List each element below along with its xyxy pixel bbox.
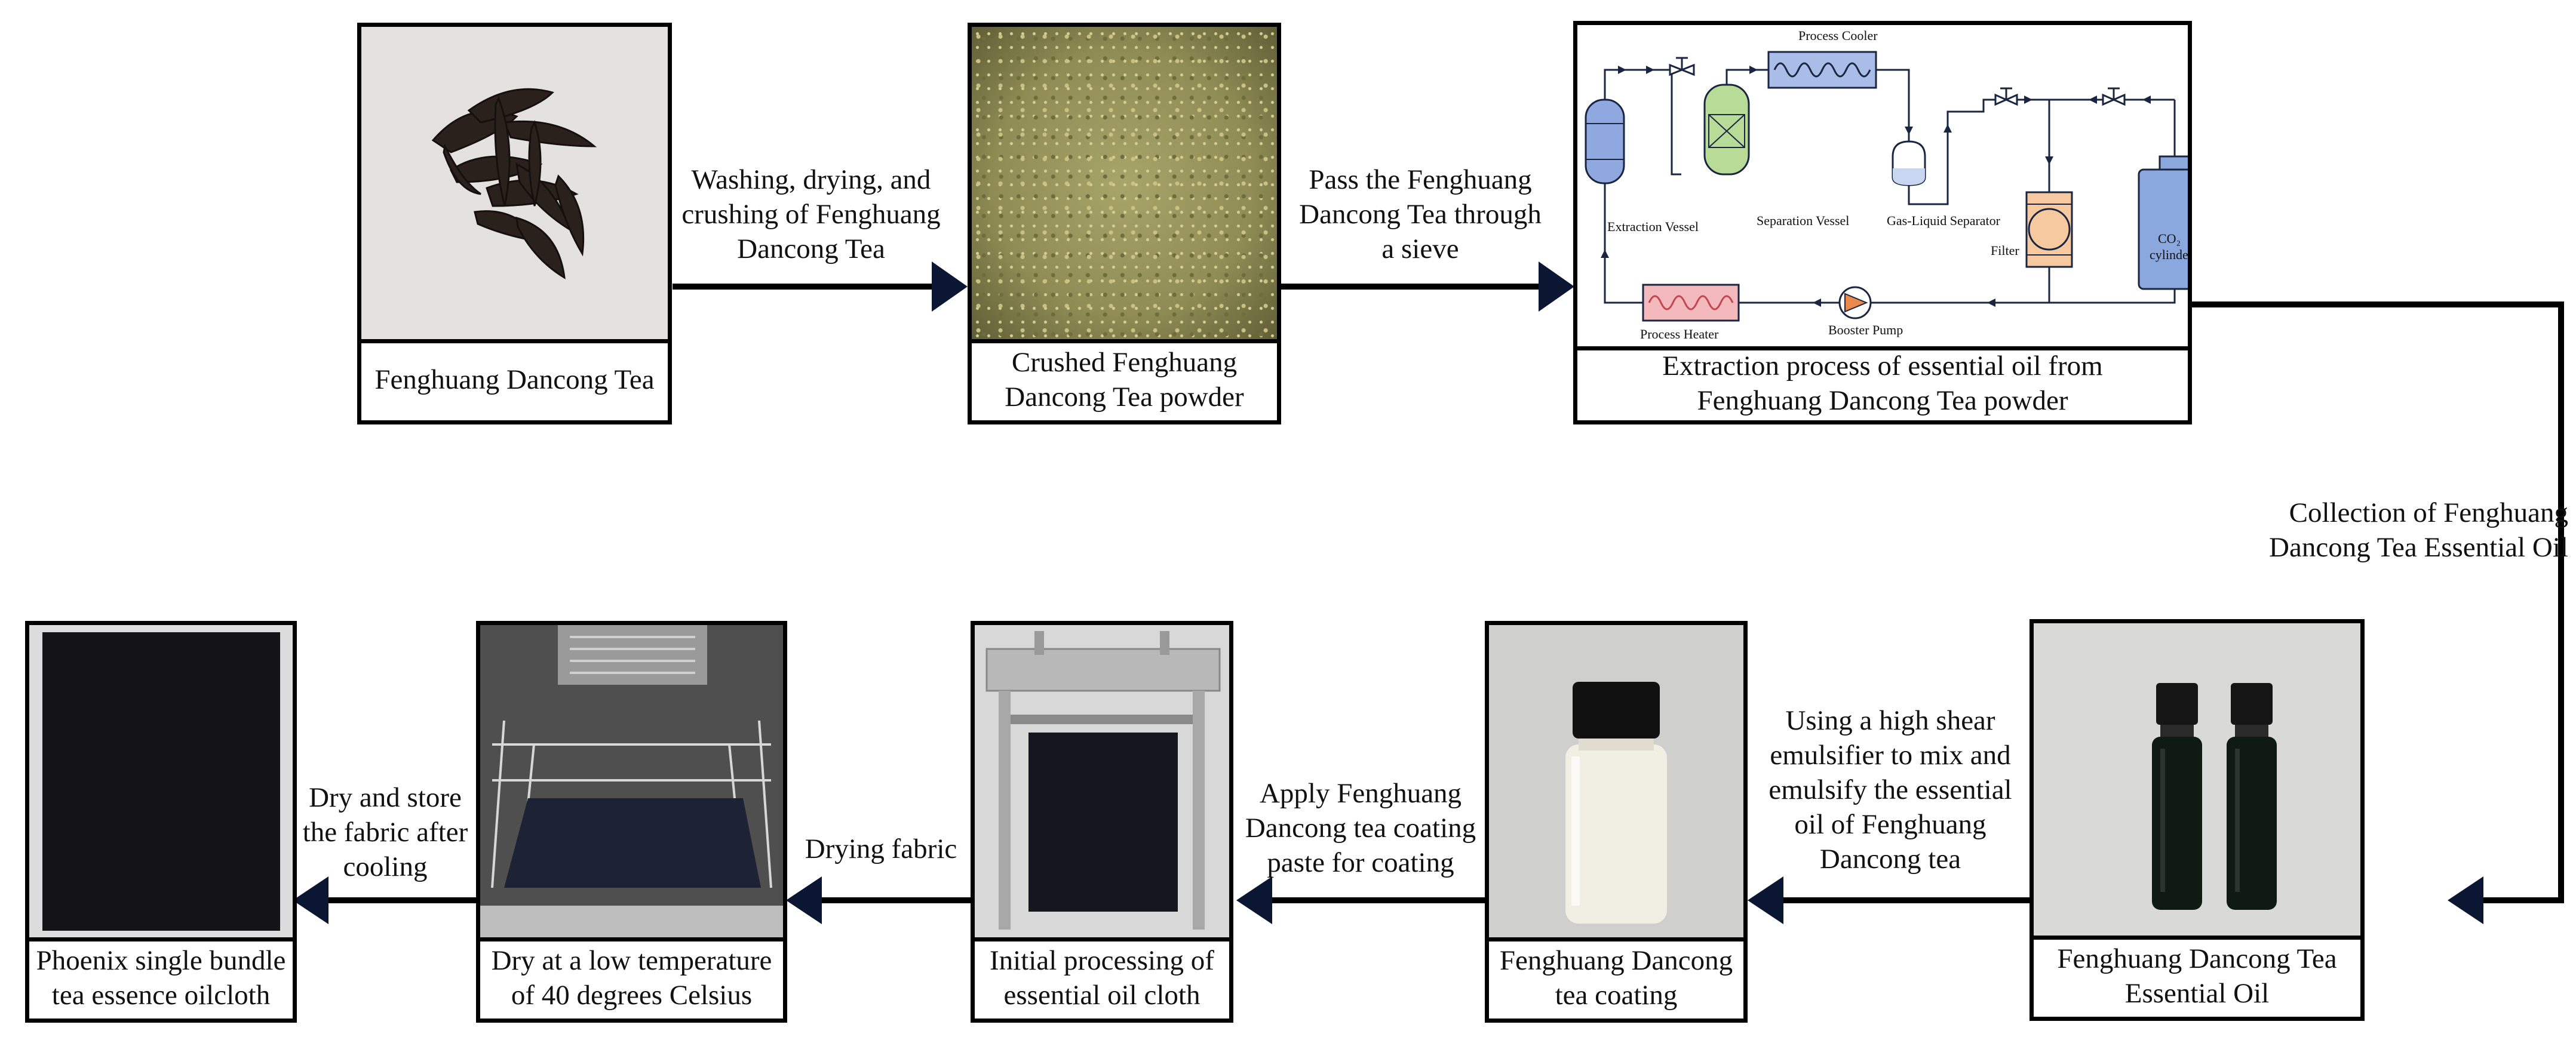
essential-oil-bottles — [2152, 683, 2277, 910]
initial-cloth-image — [985, 631, 1221, 930]
arrowhead-2 — [1539, 261, 1574, 312]
tea-coating-photo — [1489, 625, 1743, 941]
step-dry-store: Dry and store the fabric after cooling — [302, 782, 468, 882]
node-crushed-powder: Crushed Fenghuang Dancong Tea powder — [968, 23, 1281, 424]
low-temp-dry-caption: Dry at a low temperature of 40 degrees C… — [491, 945, 772, 1011]
node-tea-coating: Fenghuang Dancong tea coating — [1485, 621, 1748, 1023]
step-apply-coating: Apply Fenghuang Dancong tea coating past… — [1245, 778, 1476, 878]
extraction-caption: Extraction process of essential oil from… — [1662, 350, 2103, 416]
step-wash-dry-crush: Washing, drying, and crushing of Fenghua… — [681, 164, 941, 264]
arrowhead-6 — [786, 876, 822, 924]
step-emulsify: Using a high shear emulsifier to mix and… — [1768, 705, 2012, 875]
label-booster-pump: Booster Pump — [1828, 322, 1903, 337]
tea-coating-jar — [1565, 682, 1667, 924]
essential-oil-photo — [2034, 623, 2360, 940]
oilcloth-image — [42, 632, 280, 931]
tea-leaves-photo — [361, 27, 668, 343]
label-gas-liquid-separator: Gas-Liquid Separator — [1887, 213, 2001, 228]
arrowhead-3 — [2448, 876, 2483, 924]
arrowhead-4 — [1748, 876, 1783, 924]
final-oilcloth-photo — [29, 625, 293, 941]
initial-cloth-caption: Initial processing of essential oil clot… — [990, 945, 1214, 1011]
label-co2-line2: cylinder — [2150, 247, 2188, 262]
node-tea-leaves: Fenghuang Dancong Tea — [357, 23, 672, 424]
label-separation-vessel: Separation Vessel — [1757, 213, 1849, 228]
tea-coating-caption: Fenghuang Dancong tea coating — [1499, 945, 1733, 1011]
extraction-diagram: Process Cooler Extraction Vessel Separat… — [1577, 25, 2188, 350]
connector-3 — [2192, 301, 2564, 903]
node-essential-oil: Fenghuang Dancong Tea Essential Oil — [2030, 619, 2365, 1021]
step-collection: Collection of Fenghuang Dancong Tea Esse… — [2269, 497, 2568, 563]
step-sieve: Pass the Fenghuang Dancong Tea through a… — [1299, 164, 1542, 264]
node-final-oilcloth: Phoenix single bundle tea essence oilclo… — [25, 621, 297, 1023]
arrowhead-5 — [1236, 876, 1272, 924]
label-filter: Filter — [1991, 243, 2019, 258]
crushed-powder-photo — [972, 27, 1277, 343]
crushed-powder-caption: Crushed Fenghuang Dancong Tea powder — [1005, 347, 1244, 413]
node-initial-cloth: Initial processing of essential oil clot… — [971, 621, 1233, 1023]
label-extraction-vessel: Extraction Vessel — [1607, 219, 1699, 234]
low-temp-dry-photo — [480, 625, 783, 941]
oven-image — [480, 625, 783, 937]
node-low-temp-dry: Dry at a low temperature of 40 degrees C… — [476, 621, 787, 1023]
label-co2-line1: CO₂ — [2158, 231, 2181, 246]
extraction-pid: Process Cooler Extraction Vessel Separat… — [1585, 28, 2188, 341]
final-oilcloth-caption: Phoenix single bundle tea essence oilclo… — [36, 945, 286, 1011]
label-process-heater: Process Heater — [1640, 327, 1719, 341]
tea-leaves-image — [431, 88, 597, 279]
tea-leaves-caption: Fenghuang Dancong Tea — [374, 364, 655, 395]
arrowhead-1 — [932, 261, 968, 312]
essential-oil-caption: Fenghuang Dancong Tea Essential Oil — [2057, 943, 2337, 1009]
arrowhead-7 — [293, 876, 328, 924]
label-process-cooler: Process Cooler — [1798, 28, 1878, 43]
initial-cloth-photo — [975, 625, 1229, 941]
node-extraction: Process Cooler Extraction Vessel Separat… — [1573, 21, 2192, 424]
step-drying-fabric: Drying fabric — [805, 833, 957, 864]
